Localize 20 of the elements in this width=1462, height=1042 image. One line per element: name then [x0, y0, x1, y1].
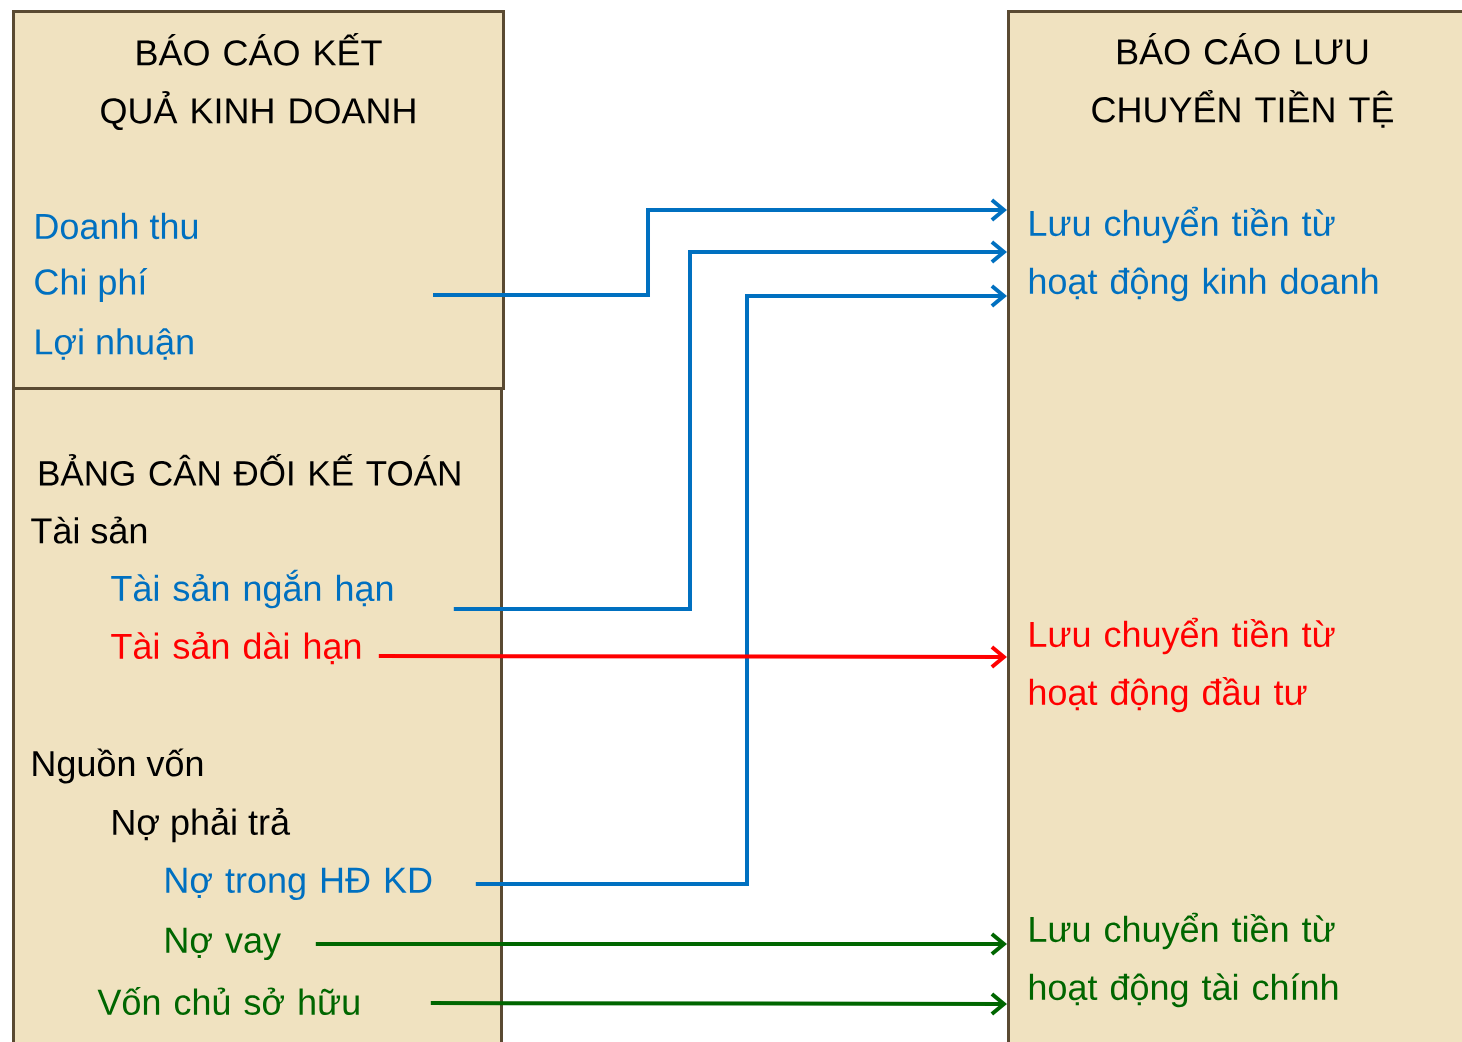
item-text: Chi phí: [35, 268, 148, 302]
item-text: Vốn chủ sở hữu: [97, 987, 359, 1015]
item-text: Tài sản: [31, 516, 147, 544]
item-text: Tài sản ngắn hạn: [111, 569, 393, 609]
arrow: [378, 645, 1007, 669]
item-text: Doanh thu: [36, 212, 198, 240]
arrow: [430, 992, 1007, 1016]
item-text: Nợ trong HĐ KD: [166, 867, 432, 901]
arrow: [453, 240, 1007, 611]
arrow: [431, 198, 1007, 297]
arrow: [475, 284, 1007, 886]
arrow: [315, 932, 1007, 956]
item-text: Lợi nhuận: [36, 328, 193, 360]
item-text: Nợ vay: [166, 927, 281, 961]
item-text: Tài sản dài hạn: [111, 631, 361, 665]
item-text: Lưu chuyển tiền từ hoạt động kinh doanh: [1029, 206, 1378, 302]
item-text: Nợ phải trả: [113, 807, 291, 843]
item-text: Nguồn vốn: [33, 748, 203, 784]
item-text: Lưu chuyển tiền từ hoạt động đầu tư: [1029, 617, 1335, 713]
item-text: Lưu chuyển tiền từ hoạt động tài chính: [1029, 912, 1338, 1008]
